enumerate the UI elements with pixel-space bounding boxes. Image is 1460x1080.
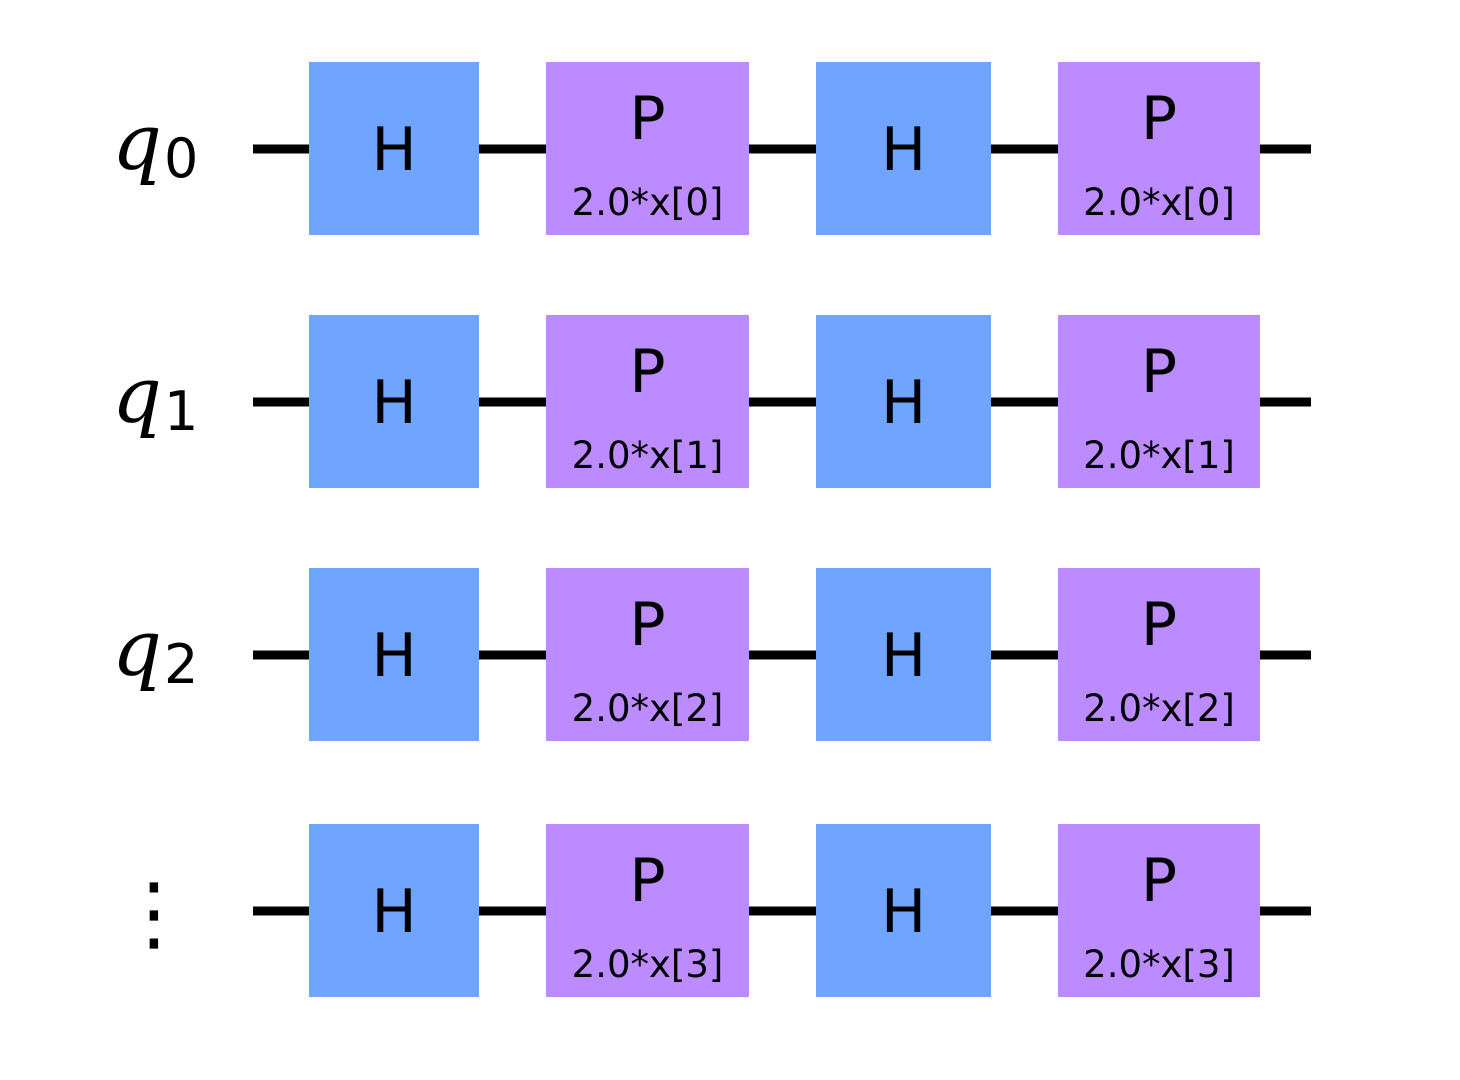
gate-box: [816, 824, 991, 997]
gate-param: 2.0*x[1]: [1083, 434, 1235, 477]
hadamard-gate: H: [309, 315, 479, 488]
hadamard-gate: H: [816, 568, 991, 741]
gate-param: 2.0*x[0]: [572, 181, 724, 224]
gate-box: [546, 568, 749, 741]
phase-gate: P 2.0*x[3]: [546, 824, 749, 997]
gate-param: 2.0*x[3]: [1083, 943, 1235, 986]
gate-box: [546, 315, 749, 488]
hadamard-gate: H: [816, 315, 991, 488]
phase-gate: P 2.0*x[1]: [546, 315, 749, 488]
gate-param: 2.0*x[1]: [572, 434, 724, 477]
gate-name: H: [371, 877, 416, 947]
gate-name: H: [371, 621, 416, 691]
phase-gate: P 2.0*x[0]: [1058, 62, 1260, 235]
vertical-ellipsis-label: ⋮: [113, 866, 195, 961]
gate-name: P: [629, 337, 665, 407]
phase-gate: P 2.0*x[0]: [546, 62, 749, 235]
gate-name: H: [371, 368, 416, 438]
gate-box: [816, 315, 991, 488]
qubit-label: q: [112, 98, 162, 188]
gate-name: H: [881, 621, 926, 691]
hadamard-gate: H: [309, 62, 479, 235]
hadamard-gate: H: [816, 62, 991, 235]
qubit-row-3: ⋮ H P 2.0*x[3] H P 2.0*x[3]: [113, 824, 1311, 997]
qubit-label: q: [112, 604, 162, 694]
gate-param: 2.0*x[0]: [1083, 181, 1235, 224]
gate-name: H: [881, 368, 926, 438]
gate-box: [309, 568, 479, 741]
gate-name: P: [629, 846, 665, 916]
gate-box: [546, 62, 749, 235]
qubit-subscript: 2: [164, 633, 198, 696]
gate-name: P: [1141, 337, 1177, 407]
qubit-subscript: 1: [164, 380, 198, 443]
gate-box: [546, 824, 749, 997]
gate-name: P: [629, 590, 665, 660]
phase-gate: P 2.0*x[2]: [546, 568, 749, 741]
gate-name: P: [1141, 590, 1177, 660]
hadamard-gate: H: [816, 824, 991, 997]
gate-param: 2.0*x[3]: [572, 943, 724, 986]
phase-gate: P 2.0*x[1]: [1058, 315, 1260, 488]
hadamard-gate: H: [309, 568, 479, 741]
gate-box: [1058, 568, 1260, 741]
gate-box: [816, 568, 991, 741]
gate-name: H: [881, 877, 926, 947]
phase-gate: P 2.0*x[2]: [1058, 568, 1260, 741]
qubit-subscript: 0: [164, 127, 198, 190]
gate-box: [816, 62, 991, 235]
gate-param: 2.0*x[2]: [572, 687, 724, 730]
gate-box: [1058, 315, 1260, 488]
gate-name: H: [371, 115, 416, 185]
gate-name: H: [881, 115, 926, 185]
gate-name: P: [629, 84, 665, 154]
hadamard-gate: H: [309, 824, 479, 997]
gate-name: P: [1141, 846, 1177, 916]
gate-box: [309, 824, 479, 997]
phase-gate: P 2.0*x[3]: [1058, 824, 1260, 997]
gate-box: [1058, 824, 1260, 997]
gate-box: [309, 315, 479, 488]
gate-param: 2.0*x[2]: [1083, 687, 1235, 730]
gate-name: P: [1141, 84, 1177, 154]
gate-box: [1058, 62, 1260, 235]
qubit-label: q: [112, 351, 162, 441]
gate-box: [309, 62, 479, 235]
